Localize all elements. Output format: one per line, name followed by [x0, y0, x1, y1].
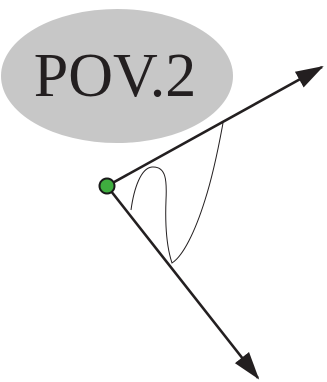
pov-label: POV.2: [34, 42, 197, 110]
lower-arrow: [105, 185, 260, 380]
viewpoint-marker: [98, 177, 116, 195]
label-bubble: [1, 9, 233, 143]
upper-arrow: [106, 65, 324, 188]
angle-indicator: [130, 122, 224, 264]
